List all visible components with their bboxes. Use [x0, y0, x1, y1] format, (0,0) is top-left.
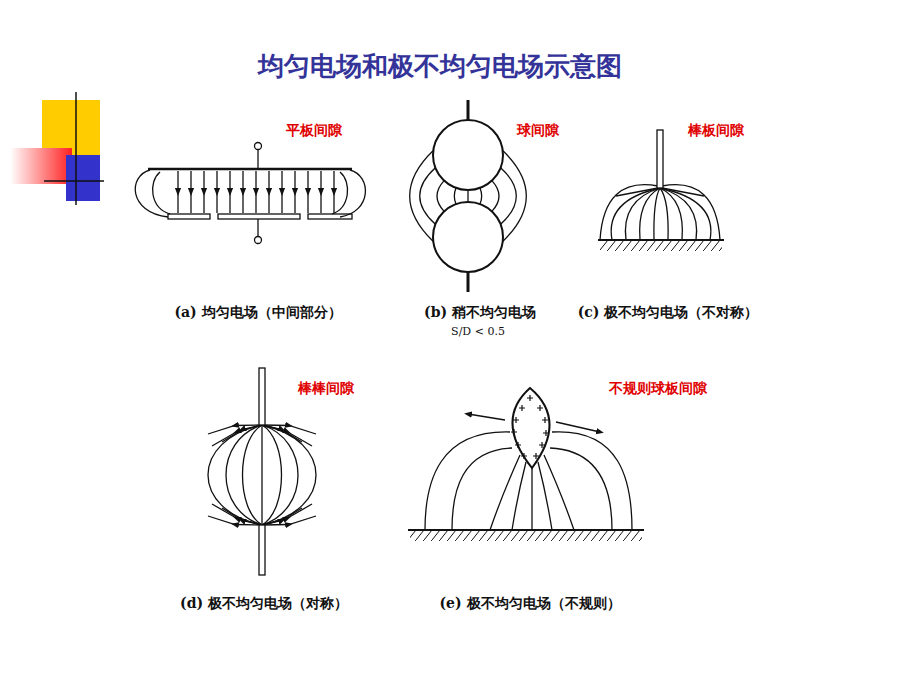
field-line — [492, 181, 499, 212]
field-line — [550, 448, 612, 530]
charge-symbol — [537, 405, 543, 411]
charge-symbol — [527, 395, 533, 401]
field-line — [503, 150, 527, 241]
field-line — [467, 190, 468, 202]
irregular-ball-plane-gap — [408, 388, 644, 541]
field-line — [243, 425, 263, 525]
field-line — [544, 455, 574, 530]
field-line — [307, 171, 308, 213]
field-line — [552, 432, 632, 530]
field-line — [216, 171, 217, 213]
field-line — [660, 188, 711, 240]
field-line — [654, 188, 660, 240]
charge-symbol — [533, 453, 539, 459]
field-line — [660, 188, 668, 240]
field-line — [333, 171, 334, 213]
gap-name: 球间隙 — [517, 122, 559, 140]
field-line — [490, 455, 520, 530]
field-line — [512, 462, 526, 530]
field-line — [190, 171, 191, 213]
field-line — [625, 188, 660, 240]
field-line — [261, 425, 262, 525]
charge-symbol — [543, 430, 549, 436]
field-line — [208, 425, 262, 525]
charge-symbol — [539, 442, 545, 448]
gap-name: 棒棒间隙 — [298, 380, 354, 398]
field-line — [420, 168, 436, 225]
field-line — [229, 171, 230, 213]
sphere-gap — [410, 100, 527, 292]
field-line — [294, 171, 295, 213]
field-line — [320, 171, 321, 213]
figure-caption: (c) 极不均匀电场（不对称） — [578, 304, 759, 322]
figure-caption: (d) 极不均匀电场（对称） — [180, 595, 348, 613]
field-line — [226, 425, 262, 525]
gap-name: 不规则球板间隙 — [609, 380, 707, 398]
field-line — [437, 181, 444, 212]
charge-symbol — [511, 429, 517, 435]
decoration — [10, 92, 104, 205]
charge-symbol — [515, 442, 521, 448]
field-line — [255, 171, 256, 213]
field-line — [281, 171, 282, 213]
charge-symbol — [521, 453, 527, 459]
field-line — [262, 425, 282, 525]
rod-plane-gap — [598, 130, 724, 251]
field-line — [425, 432, 510, 530]
field-line — [268, 171, 269, 213]
slide-title: 均匀电场和极不均匀电场示意图 — [258, 49, 622, 84]
gap-name: 平板间隙 — [286, 122, 342, 140]
field-line — [611, 188, 660, 240]
figure-caption: (a) 均匀电场（中间部分） — [174, 304, 341, 322]
field-line — [480, 188, 482, 204]
gap-name: 棒板间隙 — [688, 122, 744, 140]
field-line — [501, 168, 517, 225]
field-line — [660, 188, 682, 240]
field-line — [452, 448, 512, 530]
field-line — [410, 150, 434, 241]
ratio-note: S/D < 0.5 — [451, 325, 505, 338]
field-line — [262, 425, 316, 525]
field-line — [203, 171, 204, 213]
field-line — [454, 188, 456, 204]
charge-symbol — [519, 405, 525, 411]
field-line — [262, 425, 298, 525]
plate-gap — [135, 143, 365, 244]
figure-caption: (e) 极不均匀电场（不规则） — [439, 595, 620, 613]
field-line — [531, 466, 532, 530]
field-line — [242, 171, 243, 213]
charge-symbol — [542, 417, 548, 423]
figure-caption: (b) 稍不均匀电场 — [424, 304, 536, 322]
field-line — [538, 462, 552, 530]
charge-symbol — [513, 417, 519, 423]
rod-rod-gap — [208, 368, 316, 575]
field-line — [177, 171, 178, 213]
field-line — [660, 188, 697, 240]
